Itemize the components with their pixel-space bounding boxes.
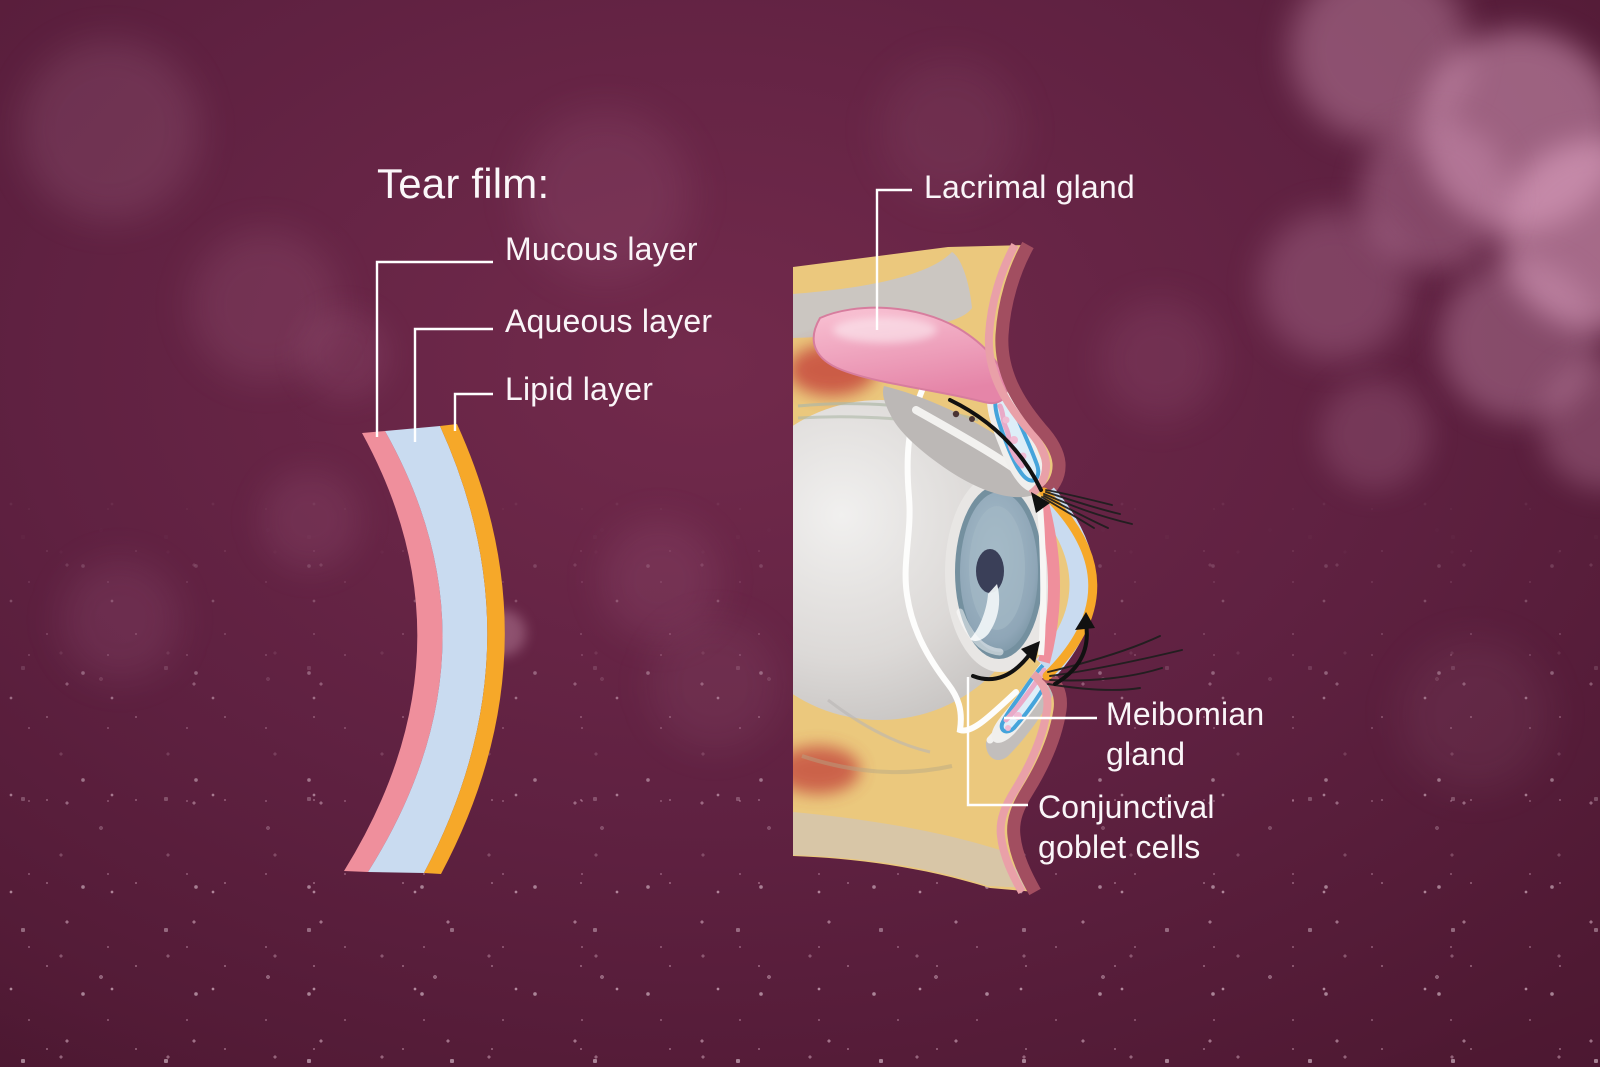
label-meibomian-gland: Meibomian gland	[1106, 694, 1264, 774]
label-conjunctival-line1: Conjunctival	[1038, 789, 1215, 825]
lacrimal-duct-opening	[969, 416, 975, 422]
inferior-muscle	[793, 746, 860, 794]
label-meibomian-gland-line1: Meibomian	[1106, 696, 1265, 732]
lower-tissue-band	[793, 812, 1032, 888]
iris	[955, 485, 1043, 659]
conjunctival-connector-line	[966, 677, 1028, 807]
eyeball-crease	[827, 698, 931, 754]
lacrimal-duct-opening	[952, 410, 960, 418]
diagram-title: Tear film:	[377, 160, 550, 207]
label-lacrimal-gland: Lacrimal gland	[924, 169, 1135, 205]
tear-flow-arrow-lower-right	[1053, 622, 1089, 686]
meibomian-duct-upper	[997, 403, 1025, 469]
label-aqueous-layer: Aqueous layer	[505, 303, 713, 339]
iris-highlight	[970, 584, 1000, 641]
lower-fat-shadow	[801, 754, 953, 775]
skin-layers	[984, 241, 1067, 896]
aqueous-connector-line	[413, 327, 493, 442]
corneal-lipid-arc	[1039, 487, 1098, 681]
tear-flow-arrow-upper	[948, 398, 1043, 492]
label-mucous-layer: Mucous layer	[505, 231, 698, 267]
tear-film-band	[344, 424, 505, 874]
corneal-sclera-sliver	[1037, 504, 1047, 656]
conjunctiva-outline	[902, 378, 1019, 734]
corneal-tear-film	[1033, 487, 1098, 681]
mucous-connector-line	[375, 260, 493, 437]
lipid-layer-shape	[424, 424, 505, 874]
label-conjunctival-line2: goblet cells	[1038, 829, 1201, 865]
label-lipid-layer: Lipid layer	[505, 371, 654, 407]
lacrimal-gland-shape	[812, 306, 1008, 404]
label-conjunctival-goblet-cells: Conjunctival goblet cells	[1038, 787, 1215, 867]
mucous-layer-shape	[344, 431, 443, 872]
lipid-connector-line	[453, 392, 493, 431]
label-connectors	[375, 188, 1097, 807]
lacrimal-connector-line	[875, 188, 912, 330]
corneal-mucous-arc	[1036, 498, 1061, 664]
tear-flow-arrows	[948, 398, 1095, 686]
tear-flow-arrow-lower-left	[971, 652, 1032, 682]
label-meibomian-gland-line2: gland	[1106, 736, 1186, 772]
eyelashes-upper	[1041, 489, 1133, 529]
corneal-aqueous-arc	[1033, 487, 1096, 677]
iris-lower-glint	[956, 608, 1004, 656]
aqueous-layer-shape	[368, 426, 488, 873]
pupil	[976, 549, 1004, 593]
